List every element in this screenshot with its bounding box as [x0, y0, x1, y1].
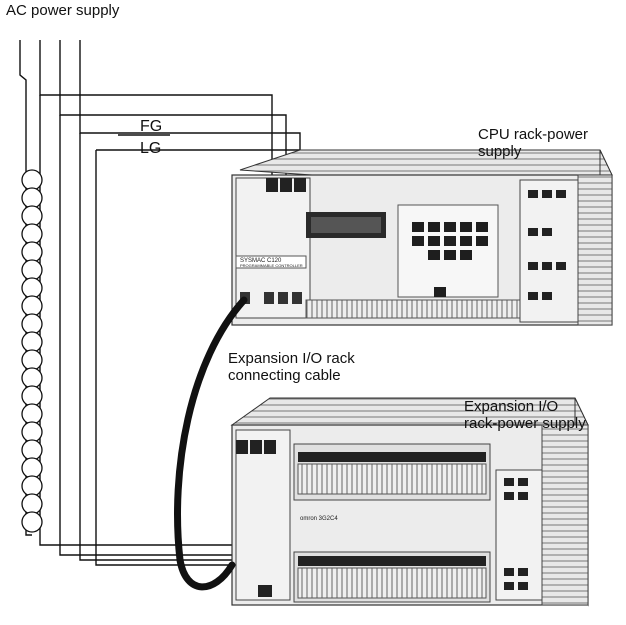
coil-loop — [21, 331, 43, 353]
coil-loop — [21, 187, 43, 209]
label-expansion-cable: Expansion I/O rack connecting cable — [228, 350, 355, 384]
cpu-power-terminals — [266, 178, 306, 192]
expansion-cable — [174, 296, 248, 591]
label-expansion-cable-line2: connecting cable — [228, 367, 341, 384]
coil-loop — [21, 457, 43, 479]
coil-loop — [21, 313, 43, 335]
expansion-rack: omron 3G2C4 — [230, 397, 589, 607]
coil-loop — [21, 205, 43, 227]
cpu-keys — [412, 222, 488, 297]
coil-loop — [21, 169, 43, 191]
wire-d-fg — [79, 40, 301, 180]
wire-b — [39, 40, 273, 180]
coil-loop — [21, 493, 43, 515]
cpu-rack: SYSMAC C120 PROGRAMMABLE CONTROLLER — [231, 149, 613, 326]
wire-a — [19, 40, 32, 536]
coil-loop — [21, 223, 43, 245]
label-cpu-rack-power-line1: CPU rack-power — [478, 126, 589, 143]
label-expansion-power-line2: rack-power supply — [464, 415, 586, 432]
coil-loop — [21, 349, 43, 371]
cpu-subtitle: PROGRAMMABLE CONTROLLER — [240, 263, 303, 268]
coil-loop — [21, 295, 43, 317]
label-cpu-rack-power-line2: supply — [478, 143, 522, 160]
label-expansion-power-line1: Expansion I/O — [464, 398, 559, 415]
coil-loop — [21, 259, 43, 281]
wire-c — [59, 40, 287, 180]
coil-loop — [21, 385, 43, 407]
coil-loop — [21, 277, 43, 299]
coil-loop — [21, 421, 43, 443]
label-expansion-cable-line1: Expansion I/O rack — [228, 350, 355, 367]
label-cpu-rack-power: CPU rack-power supply — [478, 126, 588, 160]
wire-c-branch — [59, 115, 255, 556]
cpu-brand: SYSMAC C120 — [240, 258, 282, 264]
coil-loop — [21, 439, 43, 461]
coil-loop — [21, 511, 43, 533]
coil-loop — [21, 241, 43, 263]
coil-loop — [21, 367, 43, 389]
label-ac-power-supply: AC power supply — [6, 2, 120, 19]
coil-loop — [21, 403, 43, 425]
expansion-power-terminals — [236, 440, 276, 454]
label-lg: LG — [140, 140, 162, 157]
cpu-lower-terminals — [240, 292, 302, 304]
wire-b-branch — [39, 95, 241, 546]
coil-loop — [21, 475, 43, 497]
label-fg: FG — [140, 118, 163, 135]
label-expansion-power: Expansion I/O rack-power supply — [464, 398, 586, 432]
coil — [21, 169, 43, 533]
expansion-brand: omron 3G2C4 — [300, 516, 338, 522]
